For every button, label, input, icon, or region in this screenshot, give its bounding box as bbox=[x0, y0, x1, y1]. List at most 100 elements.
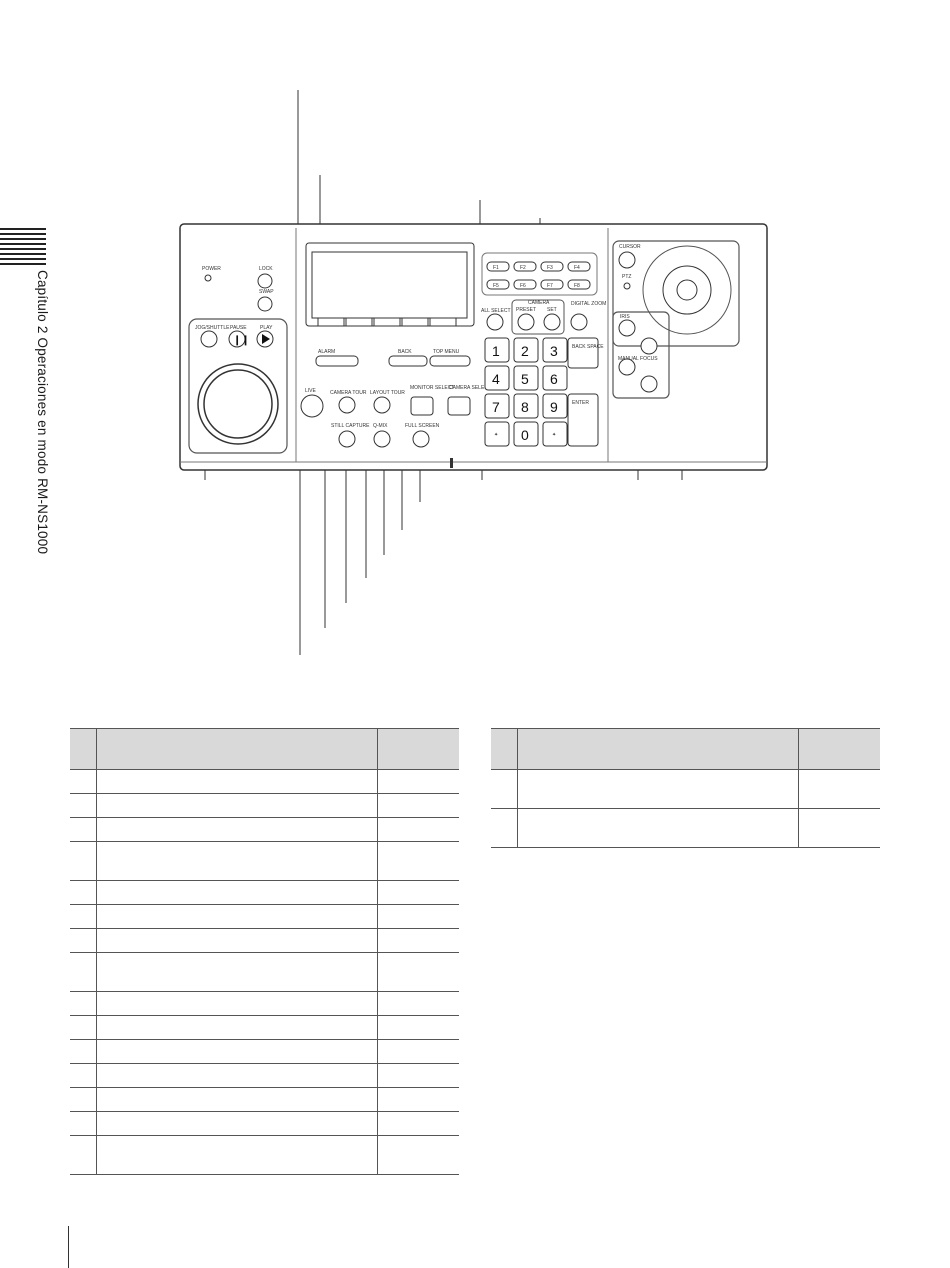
table-cell bbox=[96, 991, 379, 1016]
svg-text:F7: F7 bbox=[547, 283, 553, 289]
footer-rule bbox=[68, 1226, 69, 1268]
cursor-button[interactable] bbox=[618, 251, 636, 269]
camera-select-label: CAMERA SELECT bbox=[449, 385, 491, 391]
table-cell bbox=[377, 1111, 459, 1136]
full-screen-button[interactable] bbox=[412, 430, 430, 448]
pause-button[interactable] bbox=[228, 330, 246, 348]
soft-keys[interactable] bbox=[317, 317, 457, 327]
svg-text:9: 9 bbox=[550, 399, 558, 415]
table-cell bbox=[377, 769, 459, 794]
table-cell bbox=[96, 1087, 379, 1112]
table-row bbox=[70, 1039, 459, 1064]
play-label: PLAY bbox=[260, 325, 273, 331]
jog-shuttle-label: JOG/SHUTTLE bbox=[195, 325, 230, 331]
set-button[interactable] bbox=[543, 313, 561, 331]
full-screen-label: FULL SCREEN bbox=[405, 423, 440, 429]
table-cell bbox=[70, 817, 97, 842]
svg-text:✦: ✦ bbox=[494, 432, 498, 438]
alarm-button[interactable] bbox=[315, 355, 359, 367]
iris-open-button[interactable] bbox=[640, 337, 658, 355]
live-button[interactable] bbox=[300, 394, 324, 418]
monitor-select-label: MONITOR SELECT bbox=[410, 385, 454, 391]
table-row bbox=[70, 1087, 459, 1112]
set-label: SET bbox=[547, 307, 557, 313]
cursor-label: CURSOR bbox=[619, 244, 641, 250]
all-select-label: ALL SELECT bbox=[481, 308, 511, 314]
table-cell bbox=[377, 928, 459, 953]
table-cell bbox=[70, 1015, 97, 1040]
table-cell bbox=[70, 769, 97, 794]
table-cell bbox=[517, 808, 800, 848]
table-row bbox=[70, 769, 459, 794]
preset-button[interactable] bbox=[517, 313, 535, 331]
table-header-row bbox=[70, 728, 459, 770]
reference-table-right bbox=[491, 728, 880, 848]
table-cell bbox=[798, 769, 880, 809]
layout-tour-label: LAYOUT TOUR bbox=[370, 390, 405, 396]
camera-tour-button[interactable] bbox=[338, 396, 356, 414]
swap-label: SWAP bbox=[259, 289, 274, 295]
svg-text:4: 4 bbox=[492, 371, 500, 387]
ptz-indicator bbox=[623, 282, 631, 290]
layout-tour-button[interactable] bbox=[373, 396, 391, 414]
svg-text:F2: F2 bbox=[520, 265, 526, 271]
lock-button[interactable] bbox=[257, 273, 273, 289]
function-keys[interactable] bbox=[486, 261, 591, 290]
table-cell bbox=[96, 904, 379, 929]
all-select-button[interactable] bbox=[486, 313, 504, 331]
iris-close-button[interactable] bbox=[618, 319, 636, 337]
lock-label: LOCK bbox=[259, 266, 273, 272]
top-menu-label: TOP MENU bbox=[433, 349, 460, 355]
top-menu-button[interactable] bbox=[429, 355, 471, 367]
jog-shuttle-button[interactable] bbox=[200, 330, 218, 348]
table-cell bbox=[96, 952, 379, 992]
jog-shuttle-group bbox=[188, 318, 288, 454]
table-cell bbox=[377, 952, 459, 992]
table-row bbox=[70, 928, 459, 953]
play-icon bbox=[262, 334, 270, 344]
pause-label: PAUSE bbox=[230, 325, 247, 331]
front-panel-diagram: POWER LOCK SWAP JOG/SHUTTLE PAUSE PLAY ❙… bbox=[179, 90, 768, 655]
table-cell bbox=[377, 1135, 459, 1175]
table-cell bbox=[70, 793, 97, 818]
svg-text:0: 0 bbox=[521, 427, 529, 443]
table-cell bbox=[70, 952, 97, 992]
q-mix-button[interactable] bbox=[373, 430, 391, 448]
joystick[interactable] bbox=[676, 279, 698, 301]
table-cell bbox=[96, 841, 379, 881]
table-row bbox=[70, 841, 459, 881]
table-row bbox=[70, 991, 459, 1016]
jog-dial[interactable] bbox=[203, 369, 273, 439]
table-cell bbox=[377, 991, 459, 1016]
swap-button[interactable] bbox=[257, 296, 273, 312]
table-cell bbox=[491, 808, 518, 848]
table-cell bbox=[70, 1039, 97, 1064]
lcd-screen bbox=[311, 251, 468, 319]
digital-zoom-button[interactable] bbox=[570, 313, 588, 331]
table-row bbox=[70, 793, 459, 818]
table-header-row bbox=[491, 728, 880, 770]
svg-text:F4: F4 bbox=[574, 265, 580, 271]
camera-select-button[interactable] bbox=[447, 396, 471, 416]
focus-near-button[interactable] bbox=[618, 358, 636, 376]
svg-text:2: 2 bbox=[521, 343, 529, 359]
svg-text:F8: F8 bbox=[574, 283, 580, 289]
table-cell bbox=[96, 1111, 379, 1136]
table-cell bbox=[377, 904, 459, 929]
table-cell bbox=[70, 1111, 97, 1136]
still-capture-button[interactable] bbox=[338, 430, 356, 448]
focus-far-button[interactable] bbox=[640, 375, 658, 393]
numeric-keypad[interactable] bbox=[484, 337, 599, 447]
iris-focus-group bbox=[612, 311, 670, 399]
function-key-labels: F1 F2 F3 F4 F5 F6 F7 F8 bbox=[493, 265, 580, 289]
pause-icon: ❙❙ bbox=[233, 335, 250, 346]
table-cell bbox=[96, 928, 379, 953]
table-cell bbox=[96, 1063, 379, 1088]
table-row bbox=[70, 1135, 459, 1175]
digital-zoom-label: DIGITAL ZOOM bbox=[571, 301, 606, 307]
preset-label: PRESET bbox=[516, 307, 536, 313]
svg-text:F1: F1 bbox=[493, 265, 499, 271]
function-key-group bbox=[481, 252, 598, 296]
back-button[interactable] bbox=[388, 355, 428, 367]
monitor-select-button[interactable] bbox=[410, 396, 434, 416]
